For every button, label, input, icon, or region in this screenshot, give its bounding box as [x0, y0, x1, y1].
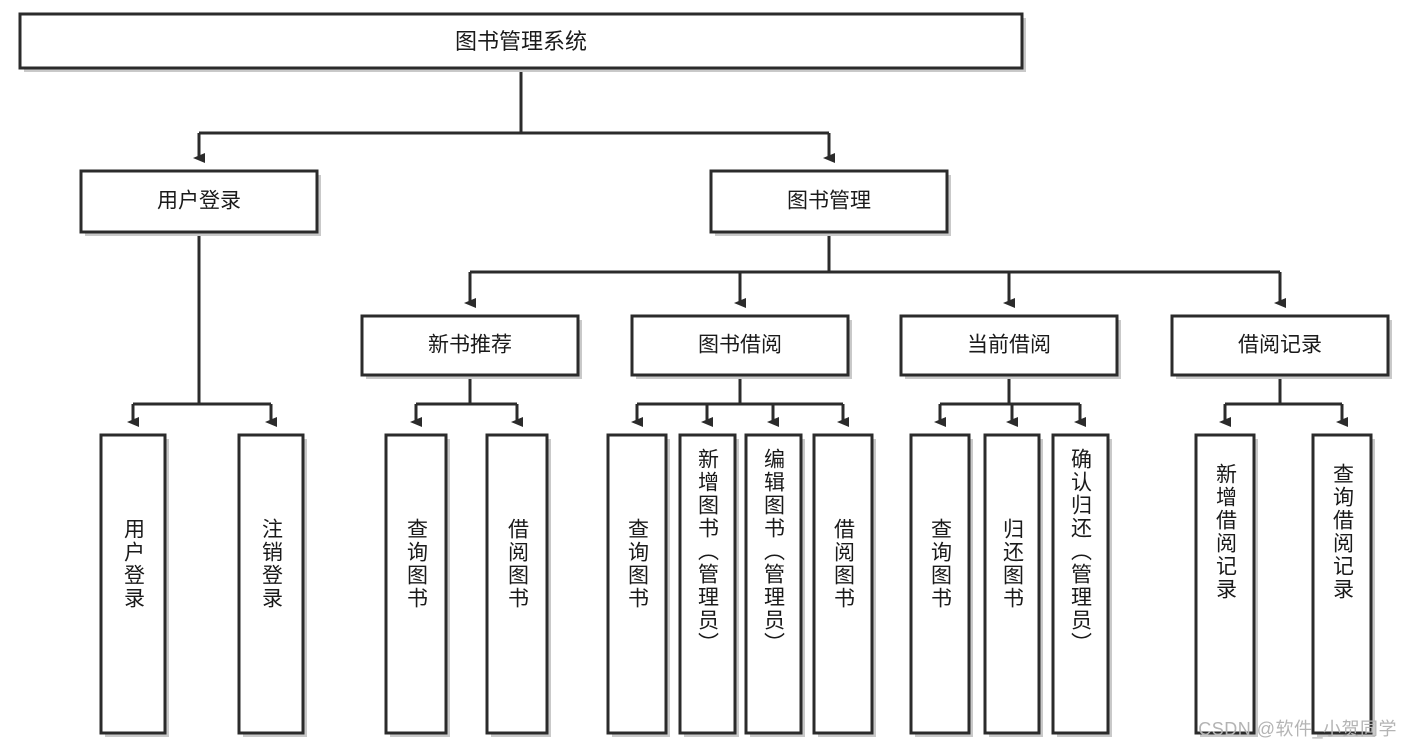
leaf-node-boxes: [99, 433, 1375, 737]
leaf-borrow-book-1[interactable]: [485, 433, 551, 737]
node-current-borrow-label: 当前借阅: [967, 334, 1051, 357]
node-new-book-rec[interactable]: 新书推荐: [360, 314, 582, 379]
leaf-query-book-1[interactable]: [384, 433, 450, 737]
leaf-add-record[interactable]: [1194, 433, 1258, 737]
leaf-logout[interactable]: [237, 433, 307, 737]
leaf-query-book-3[interactable]: [909, 433, 973, 737]
node-book-borrow-label: 图书借阅: [698, 334, 782, 357]
node-borrow-record-label: 借阅记录: [1238, 334, 1322, 357]
leaf-borrow-book-2[interactable]: [812, 433, 876, 737]
csdn-watermark: CSDN @软件_小贺同学: [1198, 719, 1397, 739]
node-user-login-label: 用户登录: [157, 190, 241, 213]
node-book-manage[interactable]: 图书管理: [709, 169, 951, 236]
node-user-login[interactable]: 用户登录: [79, 169, 321, 236]
node-new-book-rec-label: 新书推荐: [428, 334, 512, 357]
node-book-manage-label: 图书管理: [787, 190, 871, 213]
leaf-add-book[interactable]: [678, 433, 739, 737]
node-root-label: 图书管理系统: [455, 29, 587, 54]
leaf-return-book[interactable]: [983, 433, 1043, 737]
leaf-edit-book[interactable]: [744, 433, 805, 737]
leaf-confirm-return[interactable]: [1051, 433, 1112, 737]
connector-layer: [127, 68, 1348, 427]
leaf-query-record[interactable]: [1311, 433, 1375, 737]
node-book-borrow[interactable]: 图书借阅: [630, 314, 852, 379]
node-current-borrow[interactable]: 当前借阅: [899, 314, 1121, 379]
node-root[interactable]: 图书管理系统: [18, 12, 1026, 72]
node-borrow-record[interactable]: 借阅记录: [1170, 314, 1392, 379]
leaf-query-book-2[interactable]: [606, 433, 670, 737]
leaf-user-login[interactable]: [99, 433, 169, 737]
